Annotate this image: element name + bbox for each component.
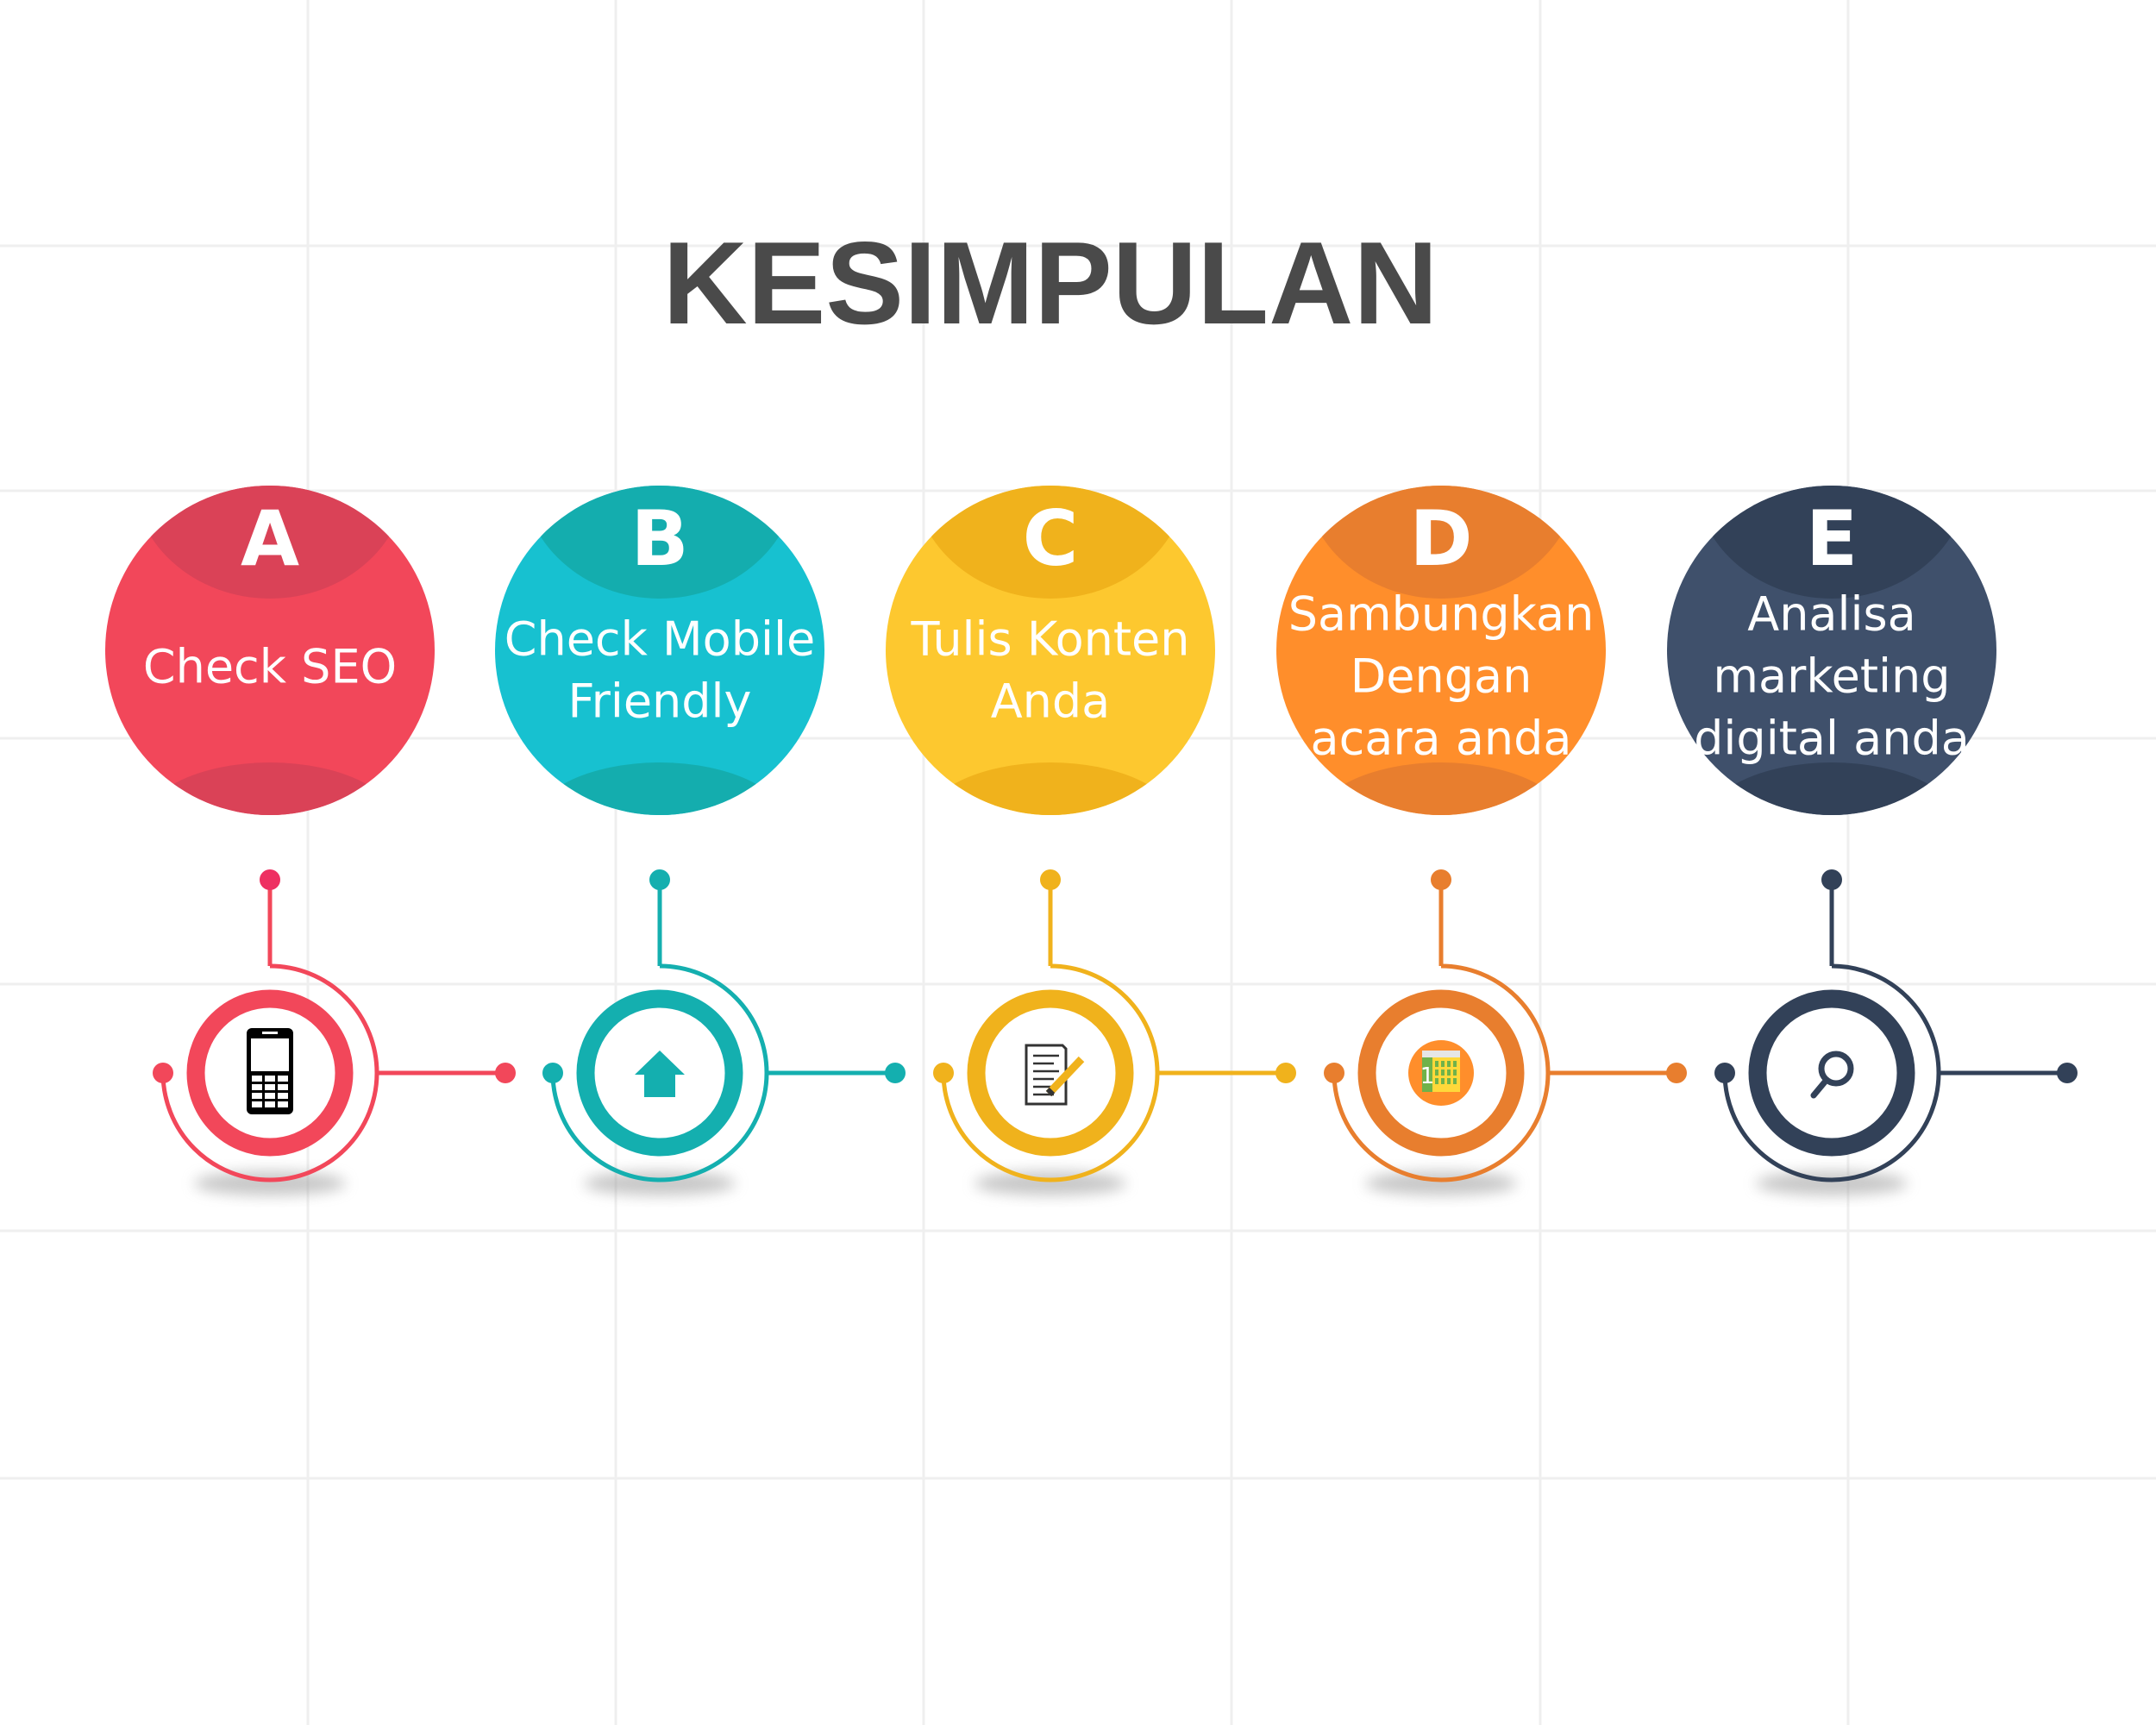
shadow: [1756, 1171, 1908, 1195]
orbit-arc: [1722, 963, 1941, 1182]
circle-bottom-cap: [921, 762, 1180, 815]
connector-dot-left: [1324, 1063, 1344, 1083]
connector-dot-top: [649, 869, 670, 890]
connector-dot-top: [1821, 869, 1842, 890]
document-pencil-icon: [1025, 1044, 1085, 1106]
step-label-line: Check SEO: [143, 640, 397, 694]
step-label-line: Analisa: [1747, 587, 1916, 642]
shadow: [584, 1171, 736, 1195]
home-icon: [635, 1051, 685, 1097]
connector-dot-right: [2057, 1063, 2078, 1083]
step-letter: B: [630, 494, 688, 583]
step-label-line: Check Mobile: [505, 612, 815, 667]
orbit-arc: [941, 963, 1160, 1182]
circle-top-cap: [912, 486, 1188, 599]
step-label-line: Anda: [991, 674, 1111, 729]
mobile-phone-icon: [247, 1028, 293, 1114]
connector-dot-right: [1666, 1063, 1687, 1083]
connector-dot-right: [1275, 1063, 1296, 1083]
circle-bottom-cap: [1312, 762, 1570, 815]
connector-dot-right: [495, 1063, 516, 1083]
step-letter: A: [241, 494, 299, 583]
step-label-line: acara anda: [1310, 712, 1571, 766]
connector-dot-right: [885, 1063, 906, 1083]
calendar-icon: 1: [1408, 1040, 1474, 1106]
step-letter: C: [1023, 494, 1079, 583]
step-label-line: Sambungkan: [1288, 587, 1595, 642]
connector-dot-left: [542, 1063, 563, 1083]
connector-dot-left: [153, 1063, 173, 1083]
step-a: A Check SEO: [105, 486, 516, 1195]
magnifier-icon: [1810, 1051, 1854, 1099]
step-letter: D: [1409, 494, 1472, 583]
step-label-line: Tulis Konten: [911, 612, 1190, 667]
step-label-line: Friendly: [567, 674, 751, 729]
connector-dot-top: [260, 869, 280, 890]
circle-top-cap: [522, 486, 798, 599]
step-label-line: marketing: [1713, 649, 1950, 704]
shadow: [1365, 1171, 1517, 1195]
circle-bottom-cap: [1702, 762, 1961, 815]
orbit-arc: [550, 963, 769, 1182]
circle-bottom-cap: [141, 762, 399, 815]
step-letter: E: [1806, 494, 1858, 583]
connector-dot-top: [1040, 869, 1061, 890]
circle-top-cap: [1303, 486, 1579, 599]
orbit-arc: [160, 963, 379, 1182]
shadow: [194, 1171, 346, 1195]
svg-text:1: 1: [1420, 1063, 1435, 1089]
connector-dot-left: [1714, 1063, 1735, 1083]
circle-bottom-cap: [530, 762, 789, 815]
circle-top-cap: [132, 486, 408, 599]
step-label-line: Dengan: [1351, 649, 1532, 704]
page-title: KESIMPULAN: [662, 217, 1438, 348]
icon-ring: [1748, 989, 1915, 1157]
orbit-arc: [1332, 963, 1551, 1182]
connector-dot-top: [1431, 869, 1451, 890]
step-label-line: digital anda: [1694, 712, 1970, 766]
connector-dot-left: [933, 1063, 954, 1083]
circle-top-cap: [1694, 486, 1970, 599]
shadow: [975, 1171, 1126, 1195]
